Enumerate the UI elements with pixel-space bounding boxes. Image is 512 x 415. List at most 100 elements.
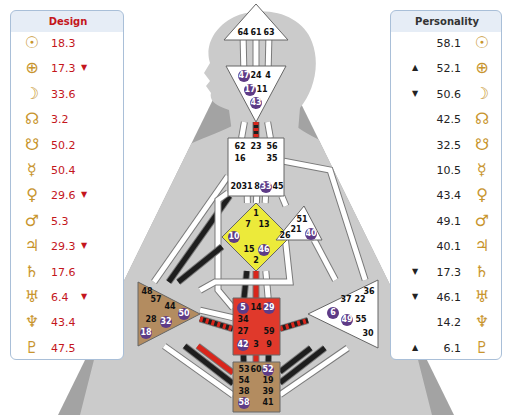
line-value: 32.5 [437, 139, 462, 150]
gate-number: 2 [253, 257, 259, 265]
channel-outline [265, 40, 273, 66]
channel-fill [241, 355, 246, 362]
energy-center: 514293427594239 [233, 298, 280, 355]
gate-number: 40 [305, 228, 317, 240]
channel-line [265, 196, 266, 203]
planet-symbol: ♄ [475, 264, 489, 280]
planet-symbol: ♇ [25, 340, 39, 356]
gate-number: 36 [363, 288, 374, 296]
energy-center: 51212640 [276, 206, 322, 240]
channel-line [314, 240, 335, 280]
channel-line [200, 319, 233, 329]
gate-number: 41 [262, 399, 273, 407]
line-value: 49.1 [437, 215, 462, 226]
gate-number: 54 [238, 377, 249, 385]
line-value: 18.3 [51, 38, 76, 49]
gate-number: 7 [245, 221, 251, 229]
gate-number: 4 [265, 72, 271, 80]
fixing-arrow: ▼ [81, 64, 87, 72]
channel-outline [253, 355, 260, 362]
gate-number: 60 [250, 366, 261, 374]
gate-number: 44 [164, 303, 175, 311]
head-center-shape [224, 4, 288, 40]
channel-outline [253, 196, 260, 203]
gate-number: 52 [262, 364, 274, 376]
line-value: 43.4 [437, 190, 462, 201]
gate-number: 49 [341, 314, 353, 326]
line-value: 46.1 [437, 292, 462, 303]
gate-number: 3 [253, 341, 259, 349]
channel-line [280, 348, 348, 395]
line-value: 50.6 [437, 88, 462, 99]
line-value: 5.3 [51, 215, 69, 226]
channel-outline [240, 40, 248, 66]
gate-number: 30 [362, 330, 373, 338]
gate-number: 8 [254, 183, 260, 191]
fixing-arrow: ▼ [81, 242, 87, 250]
channel-fill [314, 240, 335, 280]
channel-line [256, 196, 257, 203]
fixing-arrow: ▼ [81, 293, 87, 301]
ajna-center-shape [226, 66, 286, 122]
gate-number: 24 [250, 72, 261, 80]
channel-outline [244, 196, 251, 203]
channel-fill [280, 320, 308, 328]
gate-number: 27 [237, 328, 248, 336]
planet-panel: Personality58.1☉▲52.1⊕▼50.6☽42.5☊32.5☋10… [390, 10, 502, 360]
energy-center: 646163 [224, 4, 288, 40]
channel-line [247, 196, 248, 203]
channel-line [256, 122, 257, 138]
gate-number: 22 [354, 296, 365, 304]
line-value: 52.1 [437, 63, 462, 74]
gate-number: 17 [244, 84, 256, 96]
planet-symbol: ♇ [475, 340, 489, 356]
channel-fill [242, 122, 245, 138]
channel-fill [254, 40, 259, 66]
line-value: 50.4 [51, 165, 76, 176]
fixing-arrow: ▲ [412, 64, 418, 72]
channel-outline [282, 196, 286, 206]
channel-outline [200, 310, 233, 318]
gate-number: 33 [260, 181, 272, 193]
gate-number: 31 [241, 183, 252, 191]
gate-number: 9 [266, 341, 272, 349]
planet-symbol: ♂ [475, 213, 489, 229]
line-value: 17.6 [51, 266, 76, 277]
channel-line [200, 310, 233, 318]
line-value: 47.5 [51, 342, 76, 353]
channel-outline [178, 247, 222, 282]
channel-outline [265, 355, 272, 362]
planet-symbol: ☽ [475, 86, 489, 102]
energy-center: 47244171143 [226, 66, 286, 122]
energy-center: 6223561635203183345 [228, 138, 284, 196]
gate-number: 11 [256, 86, 267, 94]
channel-outline [314, 240, 335, 280]
gate-number: 56 [266, 143, 277, 151]
channel-stripes [200, 319, 233, 329]
channel-line [268, 40, 270, 66]
heart-center-shape [276, 206, 322, 240]
channel-fill [245, 196, 250, 203]
planet-symbol: ♆ [25, 314, 39, 330]
channel-outline [280, 348, 348, 395]
planet-symbol: ♃ [475, 238, 489, 254]
planet-panel: Design☉18.3⊕17.3▼☽33.6☊3.2☋50.2☿50.4♀29.… [10, 10, 124, 360]
channel-outline [268, 122, 271, 138]
channel-line [256, 355, 257, 362]
gate-number: 58 [238, 397, 250, 409]
channel-fill [282, 196, 286, 206]
root-center-shape [233, 362, 280, 412]
gate-number: 16 [234, 155, 245, 163]
gate-number: 6 [327, 307, 339, 319]
fixing-arrow: ▼ [412, 293, 418, 301]
planet-symbol: ☿ [27, 162, 37, 178]
planet-symbol: ♅ [475, 289, 489, 305]
gate-number: 1 [253, 210, 259, 218]
panel-heading: Design [49, 17, 88, 27]
sacral-center-shape [233, 298, 280, 355]
gate-number: 47 [238, 70, 250, 82]
head-silhouette [204, 11, 316, 132]
gate-number: 59 [263, 328, 274, 336]
energy-center: 536052541938395841 [233, 362, 280, 412]
